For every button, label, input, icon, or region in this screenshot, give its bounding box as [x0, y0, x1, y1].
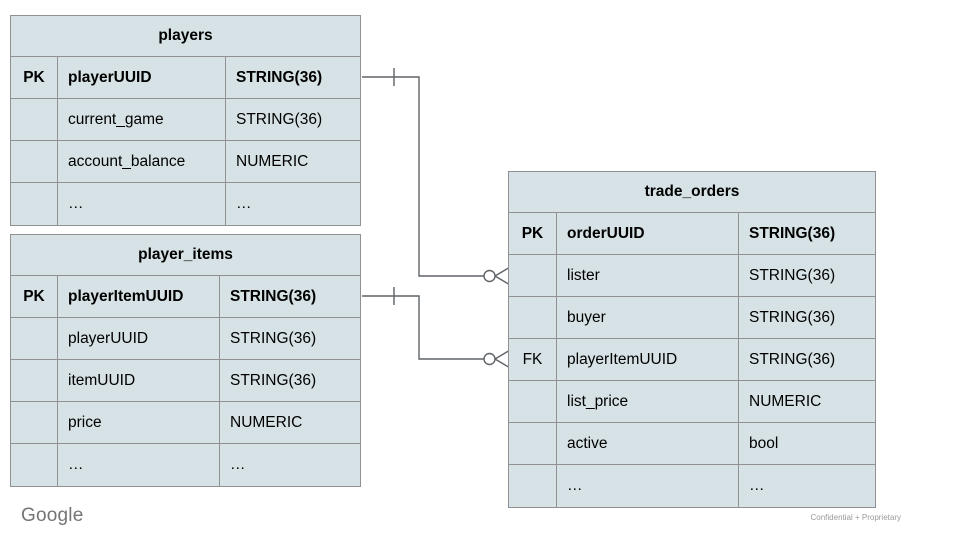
row-type-cell: STRING(36) [739, 297, 875, 338]
row-key-cell [11, 402, 58, 443]
row-name-cell: playerUUID [58, 318, 220, 359]
row-key-cell [11, 318, 58, 359]
row-type-cell: STRING(36) [739, 255, 875, 296]
connector-players-to-trade-orders [362, 68, 509, 285]
row-name-cell: playerItemUUID [557, 339, 739, 380]
row-key-cell: PK [11, 276, 58, 317]
row-key-cell: PK [11, 57, 58, 98]
confidential-footer-text: Confidential + Proprietary [810, 513, 902, 522]
row-name-cell: … [58, 183, 226, 225]
table-row: …… [11, 444, 360, 486]
row-type-cell: bool [739, 423, 875, 464]
row-name-cell: … [58, 444, 220, 486]
row-key-cell [11, 99, 58, 140]
row-type-cell: STRING(36) [220, 360, 360, 401]
row-key-cell [509, 465, 557, 507]
row-name-cell: list_price [557, 381, 739, 422]
row-type-cell: STRING(36) [226, 99, 360, 140]
row-name-cell: … [557, 465, 739, 507]
row-key-cell [11, 444, 58, 486]
row-type-cell: NUMERIC [739, 381, 875, 422]
table-title-trade-orders: trade_orders [509, 172, 875, 213]
row-key-cell [509, 423, 557, 464]
row-key-cell [509, 255, 557, 296]
row-key-cell [11, 183, 58, 225]
row-type-cell: … [220, 444, 360, 486]
row-type-cell: NUMERIC [220, 402, 360, 443]
google-logo: Google [21, 505, 84, 526]
connector-player-items-to-trade-orders [362, 287, 509, 368]
row-type-cell: NUMERIC [226, 141, 360, 182]
row-key-cell: FK [509, 339, 557, 380]
row-name-cell: itemUUID [58, 360, 220, 401]
row-name-cell: buyer [557, 297, 739, 338]
table-row: …… [11, 183, 360, 225]
table-title-player-items: player_items [11, 235, 360, 276]
row-name-cell: account_balance [58, 141, 226, 182]
row-name-cell: active [557, 423, 739, 464]
row-name-cell: playerUUID [58, 57, 226, 98]
row-name-cell: playerItemUUID [58, 276, 220, 317]
row-type-cell: STRING(36) [220, 276, 360, 317]
row-name-cell: price [58, 402, 220, 443]
row-type-cell: STRING(36) [739, 213, 875, 254]
row-type-cell: STRING(36) [739, 339, 875, 380]
row-key-cell [11, 141, 58, 182]
row-key-cell [11, 360, 58, 401]
row-name-cell: current_game [58, 99, 226, 140]
row-type-cell: STRING(36) [226, 57, 360, 98]
row-type-cell: … [226, 183, 360, 225]
row-name-cell: orderUUID [557, 213, 739, 254]
row-key-cell [509, 297, 557, 338]
table-row: …… [509, 465, 875, 507]
table-title-players: players [11, 16, 360, 57]
row-key-cell: PK [509, 213, 557, 254]
row-type-cell: … [739, 465, 875, 507]
row-type-cell: STRING(36) [220, 318, 360, 359]
row-name-cell: lister [557, 255, 739, 296]
row-key-cell [509, 381, 557, 422]
